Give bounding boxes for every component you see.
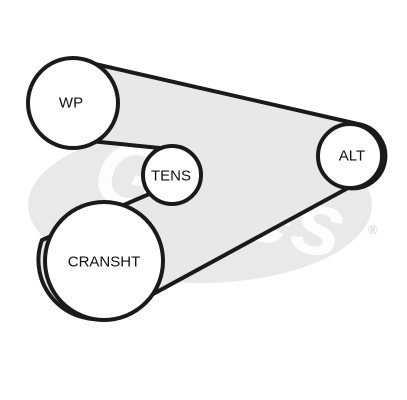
alt-pulley-circle [316, 122, 384, 190]
cransht-pulley-circle [43, 200, 165, 322]
wp-label: WP [59, 95, 83, 112]
tens-pulley-circle [141, 144, 203, 206]
watermark-registered-mark: ® [368, 222, 378, 237]
pulley-wp: WP [26, 56, 120, 150]
tens-label: TENS [151, 168, 191, 185]
pulley-tens: TENS [141, 144, 203, 206]
wp-pulley-circle [26, 56, 120, 150]
cransht-label: CRANSHT [68, 254, 141, 271]
alt-label: ALT [339, 148, 365, 165]
pulley-alt: ALT [316, 122, 384, 190]
pulley-cransht: CRANSHT [43, 200, 165, 322]
